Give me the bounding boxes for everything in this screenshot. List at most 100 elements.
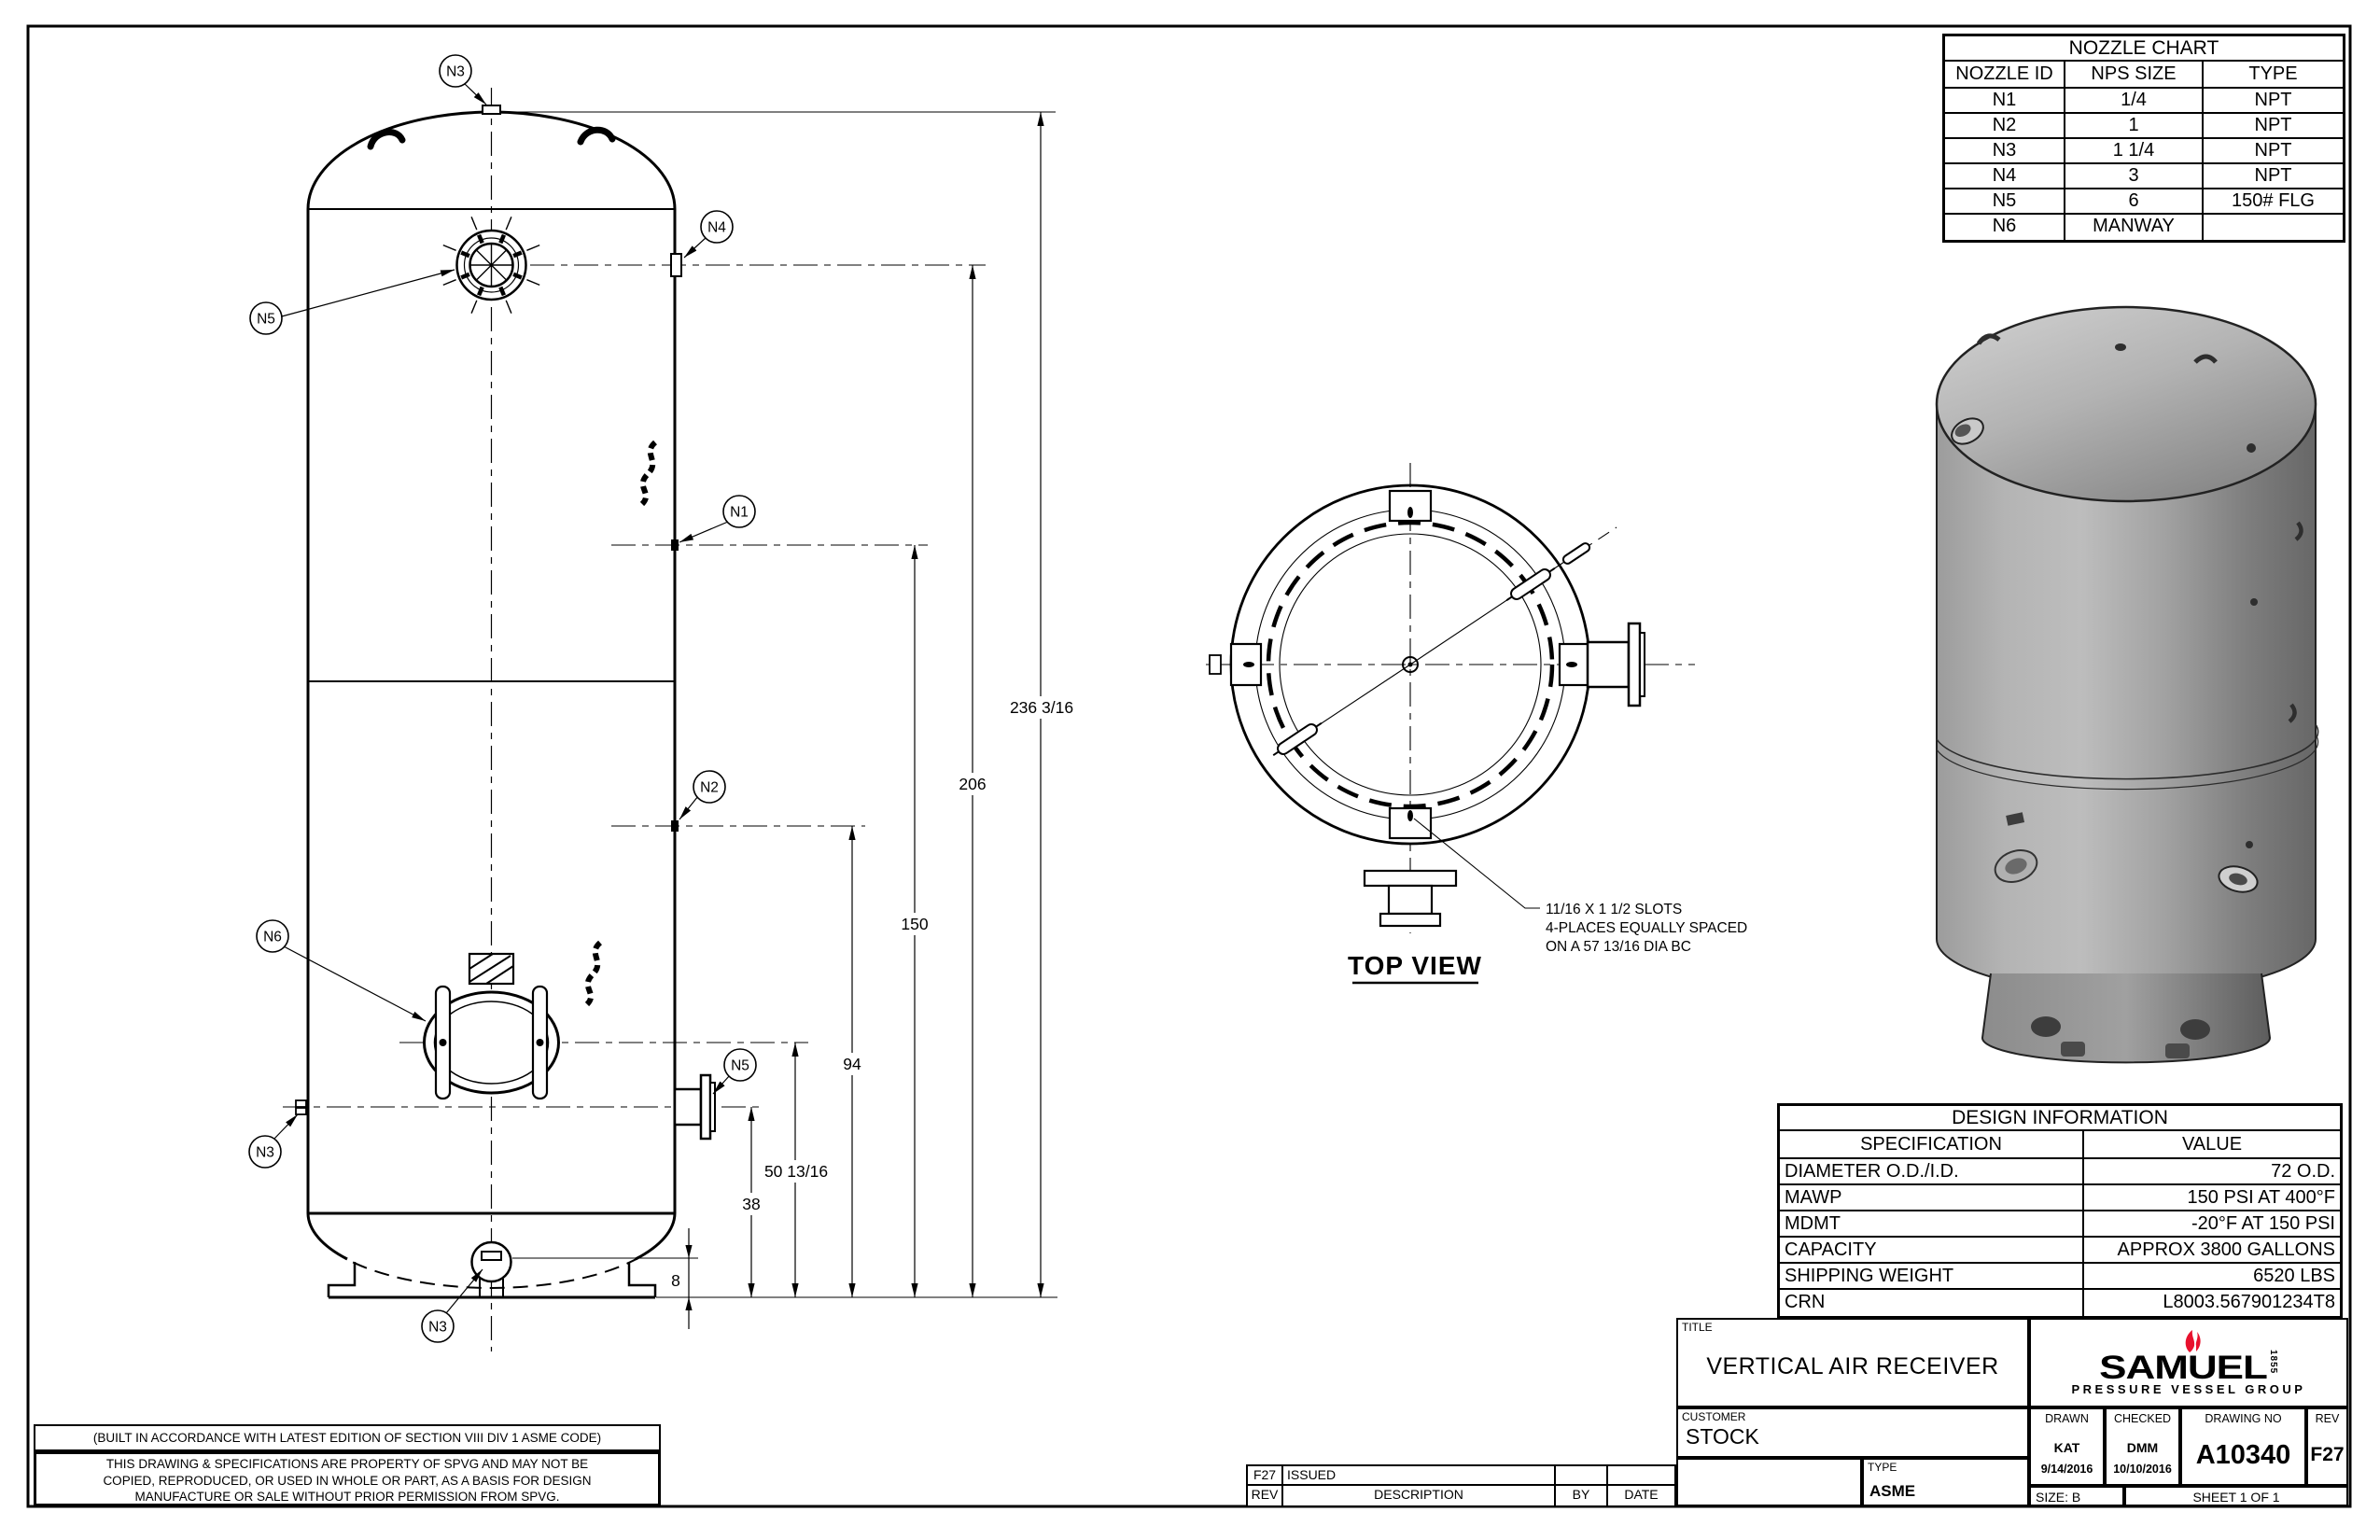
customer-cell: CUSTOMER STOCK [1676, 1407, 2029, 1458]
balloon-n1: N1 [730, 505, 749, 521]
revision-id: F27 [1248, 1466, 1283, 1484]
property-note-line: THIS DRAWING & SPECIFICATIONS ARE PROPER… [105, 1457, 589, 1471]
logo-flame-icon [2185, 1330, 2201, 1353]
design-info-row: DIAMETER O.D./I.D.72 O.D. [1780, 1159, 2340, 1185]
size-cell: SIZE: B [2029, 1486, 2124, 1506]
top-view [1206, 463, 1695, 985]
property-note: THIS DRAWING & SPECIFICATIONS ARE PROPER… [34, 1451, 661, 1506]
dim-overall: 236 3/16 [1010, 698, 1073, 717]
balloon-n5-lower: N5 [731, 1058, 749, 1074]
nozzle-n1 [671, 539, 679, 551]
top-view-label: TOP VIEW [1348, 951, 1482, 980]
revision-row: F27 ISSUED [1248, 1466, 1674, 1486]
side-flange [1586, 622, 1645, 707]
by-col-label: BY [1556, 1486, 1608, 1505]
design-info-row: MDMT-20°F AT 150 PSI [1780, 1211, 2340, 1238]
company-logo: SAMUEL 1855 PRESSURE VESSEL GROUP [2029, 1318, 2348, 1407]
design-information-table: DESIGN INFORMATION SPECIFICATION VALUE D… [1777, 1103, 2343, 1319]
nozzle-n4 [670, 253, 682, 277]
customer-value: STOCK [1686, 1424, 1759, 1449]
checked-date: 10/10/2016 [2113, 1463, 2172, 1476]
balloons [248, 54, 757, 1343]
nozzle-chart-header: NOZZLE ID NPS SIZE TYPE [1945, 62, 2343, 89]
property-note-line: COPIED, REPRODUCED, OR USED IN WHOLE OR … [103, 1473, 592, 1488]
size-value: SIZE: B [2036, 1490, 2081, 1505]
revision-date [1608, 1466, 1674, 1484]
revision-description: ISSUED [1283, 1466, 1556, 1484]
design-info-header: SPECIFICATION VALUE [1780, 1131, 2340, 1159]
nozzle-n3-top [482, 105, 501, 115]
revision-strip: F27 ISSUED REV DESCRIPTION BY DATE [1246, 1464, 1676, 1507]
code-note: (BUILT IN ACCORDANCE WITH LATEST EDITION… [34, 1424, 661, 1451]
drawn-by: KAT [2053, 1440, 2080, 1455]
top-view-text: 11/16 X 1 1/2 SLOTS 4-PLACES EQUALLY SPA… [1348, 902, 1747, 980]
flange-n5-lower [673, 1073, 716, 1141]
drawing-no-label: DRAWING NO [2205, 1412, 2282, 1425]
weld-seam-icon [639, 440, 658, 507]
balloon-n5-upper: N5 [257, 312, 275, 328]
lifting-lug-icon [577, 126, 616, 146]
page-border [26, 24, 2352, 1508]
slot-note-line3: ON A 57 13/16 DIA BC [1546, 939, 1691, 955]
dim-150: 150 [901, 915, 928, 933]
dimension-lines [688, 112, 1042, 1329]
dim-94: 94 [843, 1055, 861, 1073]
drawn-date: 9/14/2016 [2040, 1463, 2093, 1476]
drawn-label: DRAWN [2045, 1412, 2089, 1425]
description-col-label: DESCRIPTION [1283, 1486, 1556, 1505]
lifting-lug-icon [367, 129, 406, 150]
weld-seam-icon [584, 940, 603, 1007]
design-info-title: DESIGN INFORMATION [1780, 1106, 2340, 1131]
blank-cell [1676, 1458, 1862, 1506]
vessel-3d-render [1935, 305, 2319, 1064]
dim-38: 38 [742, 1195, 760, 1213]
balloon-leaders [273, 82, 731, 1314]
logo-year: 1855 [2267, 1350, 2278, 1375]
title-cell: TITLE VERTICAL AIR RECEIVER [1676, 1318, 2029, 1407]
sheet-cell: SHEET 1 OF 1 [2124, 1486, 2348, 1506]
slot-note-line1: 11/16 X 1 1/2 SLOTS [1546, 902, 1682, 917]
balloon-n3-bottom: N3 [428, 1320, 447, 1336]
revision-header-row: REV DESCRIPTION BY DATE [1248, 1486, 1674, 1505]
checked-cell: CHECKED DMM 10/10/2016 [2105, 1407, 2180, 1486]
slot-note-line2: 4-PLACES EQUALLY SPACED [1546, 920, 1747, 936]
type-label: TYPE [1868, 1461, 1897, 1474]
balloon-n6: N6 [263, 930, 282, 945]
date-col-label: DATE [1624, 1487, 1659, 1502]
bottom-fitting [1363, 869, 1458, 928]
dimension-text: 236 3/16 206 150 94 50 13/16 38 8 [671, 698, 1073, 1290]
drawing-no-cell: DRAWING NO A10340 [2180, 1407, 2306, 1486]
rev-value: F27 [2310, 1444, 2345, 1465]
dimension-arrows [685, 112, 1044, 1310]
type-cell: TYPE ASME [1862, 1458, 2029, 1506]
revision-by [1556, 1466, 1608, 1484]
nozzle-n2 [671, 820, 679, 832]
rev-label: REV [2315, 1412, 2340, 1425]
logo-subtitle: PRESSURE VESSEL GROUP [2071, 1381, 2306, 1396]
customer-label: CUSTOMER [1682, 1410, 1746, 1423]
nozzle-n3-left [295, 1099, 307, 1108]
dim-50: 50 13/16 [764, 1162, 828, 1181]
balloon-n2: N2 [700, 780, 719, 796]
sheet-value: SHEET 1 OF 1 [2192, 1490, 2280, 1505]
property-note-line: MANUFACTURE OR SALE WITHOUT PRIOR PERMIS… [134, 1490, 560, 1504]
balloon-n4: N4 [707, 220, 726, 236]
flange-n5-upper [442, 217, 540, 314]
drawing-no-value: A10340 [2195, 1440, 2291, 1470]
balloon-n3-left: N3 [256, 1145, 274, 1161]
checked-label: CHECKED [2113, 1412, 2172, 1425]
title-label: TITLE [1682, 1321, 1713, 1334]
front-view-text: N3 N5 N4 N1 N2 N6 N3 N5 N3 [256, 64, 749, 1336]
nozzle-chart-title: NOZZLE CHART [1945, 36, 2343, 62]
nozzle-n3-left [295, 1107, 307, 1115]
